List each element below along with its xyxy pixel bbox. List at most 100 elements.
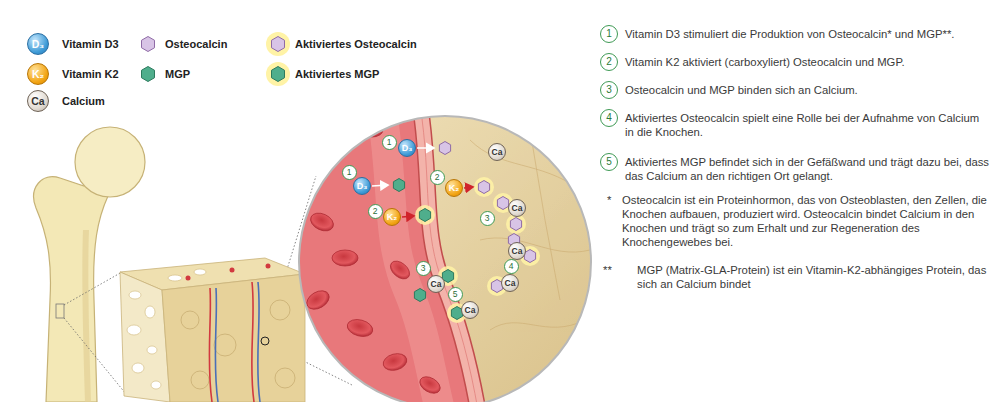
red-blood-cell [304,287,333,313]
activated-osteocalcin [474,177,494,197]
calcium-symbol: Ca [27,90,49,112]
callout-number: 3 [480,211,495,226]
description-text: Aktiviertes MGP befindet sich in der Gef… [625,155,990,183]
legend-hexagon [265,61,291,87]
red-arrow [464,187,473,188]
lens-outline [299,116,591,402]
magnified-view [290,100,600,402]
vitamin-d3-symbol: D₃ [353,177,371,195]
description-text: Osteocalcin und MGP binden sich an Calci… [625,83,990,97]
osteon [191,371,209,389]
pore [127,325,141,335]
calcium-symbol: Ca [461,301,479,319]
canaliculi [470,130,590,330]
legend-hexagon [135,31,161,57]
step-number: 2 [600,53,618,71]
legend-hexagon [135,61,161,87]
description-text: Aktiviertes Osteocalcin spielt eine Roll… [625,111,990,139]
description-text: Osteocalcin ist ein Proteinhormon, das v… [622,193,990,249]
legend-hexagon [265,31,291,57]
footnote-marker: ** [603,263,612,277]
osteocalcin [439,142,450,155]
leader-line [64,272,122,305]
zoom-frame [56,304,64,318]
calcium-symbol: Ca [508,242,526,260]
legend-text: Calcium [62,94,105,108]
femur-head [75,127,145,197]
vessel-wall-line [420,105,478,402]
femur-shading [85,230,88,402]
osteon [214,334,236,356]
callout-number: 1 [342,165,357,180]
bone-matrix [290,100,600,402]
osteon [181,311,199,329]
blood-region [290,100,478,402]
pore [129,291,141,299]
bone-vessels [186,264,271,402]
arrows [372,148,473,217]
pore [147,346,157,354]
red-blood-cell [345,317,374,339]
activation-glow [266,62,290,86]
legend-text: MGP [165,67,190,81]
red-blood-cell [387,258,413,283]
callout-number: 3 [416,261,431,276]
vessel-wall-edge [420,105,478,402]
artery-line [209,288,212,402]
vein-line [215,288,218,402]
vein-line [258,282,260,402]
vitamin-k2-symbol: K₂ [383,208,401,226]
artery-line [252,282,254,402]
callout-number: 4 [504,259,519,274]
osteons [181,300,295,389]
red-blood-cell [315,136,345,160]
red-blood-cell [308,210,337,235]
vessel-dot [266,264,271,269]
legend-text: Osteocalcin [165,37,227,51]
callout-number: 5 [448,287,463,302]
red-arrow [402,216,414,217]
vitamin-d3-symbol: D₃ [398,139,416,157]
vessel-dot [186,276,191,281]
pore [145,306,155,318]
red-blood-cell [381,351,408,373]
osteon [270,300,290,320]
calcium-symbol: Ca [508,199,526,217]
white-arrow [372,185,388,186]
canal-line [490,320,585,330]
calcium-symbol: Ca [501,274,519,292]
pore [168,275,182,281]
vessel-dot [230,268,235,273]
calcium-symbol: Ca [488,143,506,161]
pore [132,363,144,373]
vessel-wall [420,105,478,402]
calcium-symbol: Ca [427,275,445,293]
callout-number: 2 [368,204,383,219]
step-number: 3 [600,81,618,99]
legend-text: Vitamin K2 [62,67,119,81]
leader-line [64,318,126,394]
activation-glow [266,32,290,56]
description-text: Vitamin D3 stimuliert die Produktion von… [625,27,990,41]
mgp [414,289,425,302]
osteon [275,368,295,388]
pore [151,381,161,389]
activated-mgp [415,205,435,225]
callout-number: 1 [382,135,397,150]
mgp-hexagon [272,67,285,82]
legend-text: Vitamin D3 [62,37,119,51]
description-text: Vitamin K2 aktiviert (carboxyliert) Oste… [625,55,990,69]
vitamin-d3-symbol: D₃ [27,33,49,55]
vitamin-k2-symbol: K₂ [27,63,49,85]
pore [194,269,206,275]
femur-shaft [34,177,108,402]
osteocalcin-hexagon [142,37,155,52]
zoom-point [261,337,269,345]
white-arrow [417,147,434,149]
bone-front-face [162,274,305,402]
red-blood-cell [332,250,358,266]
step-number: 4 [600,109,618,127]
mgp-hexagon [142,67,155,82]
red-blood-cell [322,377,348,393]
